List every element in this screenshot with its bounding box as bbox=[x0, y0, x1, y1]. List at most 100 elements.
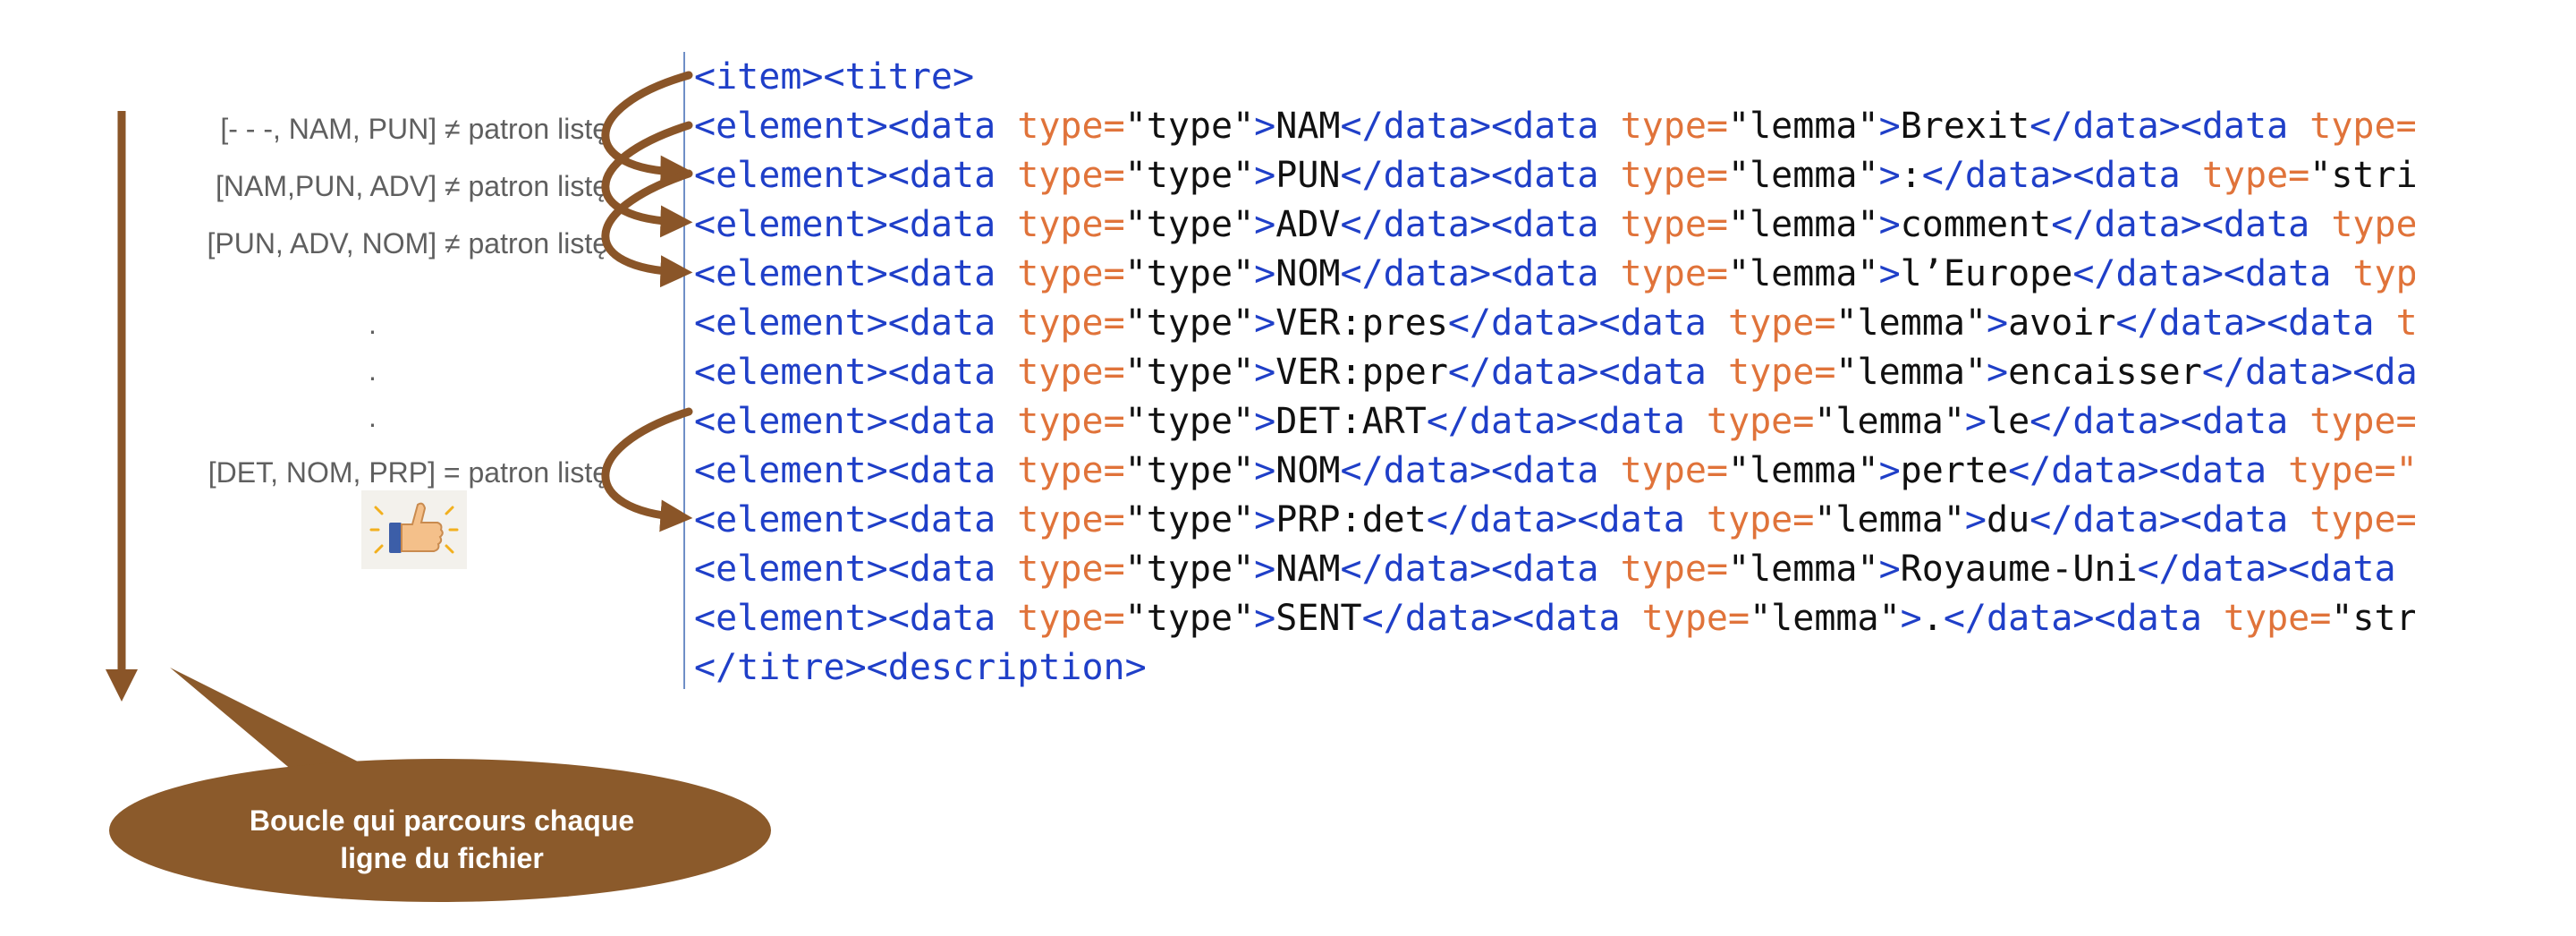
code-line: <element><data type="type">SENT</data><d… bbox=[694, 593, 2415, 643]
xml-text-token: "lemma" bbox=[1728, 204, 1879, 245]
xml-tag-token: > bbox=[1986, 352, 2009, 393]
xml-text-token: "lemma" bbox=[1728, 450, 1879, 491]
xml-text-token: "type" bbox=[1124, 155, 1255, 196]
callout-text: Boucle qui parcours chaque ligne du fich… bbox=[111, 802, 773, 877]
xml-tag-token: </data><data bbox=[1921, 155, 2202, 196]
ellipsis-dot-2: . bbox=[369, 354, 377, 387]
xml-attr-token: type= bbox=[1017, 401, 1125, 442]
callout-tail bbox=[170, 668, 385, 780]
curve-arrow-3 bbox=[601, 169, 693, 288]
ellipsis-dot-1: . bbox=[369, 308, 377, 340]
callout-line-1: Boucle qui parcours chaque bbox=[249, 804, 635, 837]
xml-text-token: "type" bbox=[1124, 598, 1255, 639]
xml-text-token: perte bbox=[1900, 450, 2009, 491]
xml-text-token: "lemma" bbox=[1814, 499, 1965, 540]
xml-text-token: "type" bbox=[1124, 352, 1255, 393]
code-line: <element><data type="type">ADV</data><da… bbox=[694, 200, 2415, 250]
xml-text-token: PRP:det bbox=[1275, 499, 1427, 540]
xml-tag-token: </data><data bbox=[1426, 401, 1707, 442]
xml-tag-token: > bbox=[1254, 155, 1276, 196]
xml-tag-token: <element><data bbox=[694, 204, 1018, 245]
xml-tag-token: > bbox=[1964, 401, 1987, 442]
xml-tag-token: <element><data bbox=[694, 302, 1018, 344]
xml-tag-token: > bbox=[1878, 106, 1901, 147]
xml-attr-token: type= bbox=[1017, 155, 1125, 196]
xml-text-token: VER:pper bbox=[1275, 352, 1448, 393]
xml-tag-token: </data><data bbox=[1340, 204, 1621, 245]
xml-attr-token: type= bbox=[1706, 401, 1815, 442]
xml-text-token: . bbox=[1921, 598, 1944, 639]
xml-attr-token: type= bbox=[1017, 598, 1125, 639]
xml-text-token: "type" bbox=[1124, 450, 1255, 491]
xml-text-token: Royaume-Uni bbox=[1900, 549, 2138, 590]
xml-attr-token: type= bbox=[1017, 253, 1125, 294]
xml-tag-token: </data><data bbox=[1340, 106, 1621, 147]
xml-text-token: comment bbox=[1900, 204, 2052, 245]
xml-tag-token: </data><data bbox=[2115, 302, 2396, 344]
xml-tag-token: > bbox=[1254, 499, 1276, 540]
thumbs-up-icon bbox=[361, 490, 467, 569]
xml-tag-token: > bbox=[1878, 204, 1901, 245]
xml-attr-token: type bbox=[2331, 204, 2415, 245]
code-line: <element><data type="type">NAM</data><da… bbox=[694, 101, 2415, 151]
code-line: <element><data type="type">DET:ART</data… bbox=[694, 396, 2415, 447]
xml-attr-token: type= bbox=[2201, 155, 2310, 196]
xml-text-token: NOM bbox=[1275, 450, 1341, 491]
xml-text-token: "type" bbox=[1124, 499, 1255, 540]
code-line: <element><data type="type">PUN</data><da… bbox=[694, 150, 2415, 200]
curve-arrow-4 bbox=[601, 407, 693, 532]
xml-tag-token: > bbox=[1900, 598, 1922, 639]
code-line: <element><data type="type">NAM</data><da… bbox=[694, 544, 2396, 594]
xml-attr-token: type= bbox=[1620, 253, 1728, 294]
code-line: <element><data type="type">NOM</data><da… bbox=[694, 249, 2415, 299]
xml-attr-token: type=" bbox=[2288, 450, 2415, 491]
xml-tag-token: </data><data bbox=[1340, 549, 1621, 590]
xml-text-token: "type" bbox=[1124, 549, 1255, 590]
xml-text-token: PUN bbox=[1275, 155, 1341, 196]
xml-text-token: "stri bbox=[2309, 155, 2415, 196]
xml-text-token: NOM bbox=[1275, 253, 1341, 294]
xml-tag-token: <element><data bbox=[694, 106, 1018, 147]
xml-text-token: "lemma" bbox=[1814, 401, 1965, 442]
xml-tag-token: > bbox=[1878, 155, 1901, 196]
xml-attr-token: type= bbox=[1641, 598, 1750, 639]
xml-tag-token: </data><data bbox=[2008, 450, 2289, 491]
xml-attr-token: type= bbox=[1017, 352, 1125, 393]
xml-text-token: SENT bbox=[1275, 598, 1362, 639]
callout-bubble bbox=[109, 759, 771, 902]
ellipsis-dot-3: . bbox=[369, 401, 377, 433]
xml-text-token: "type" bbox=[1124, 253, 1255, 294]
xml-tag-token: </data><data bbox=[1340, 253, 1621, 294]
xml-text-token: "lemma" bbox=[1835, 302, 1987, 344]
xml-tag-token: </data><data bbox=[2029, 499, 2310, 540]
xml-text-token: l’Europe bbox=[1900, 253, 2073, 294]
xml-tag-token: </data><data bbox=[1426, 499, 1707, 540]
xml-attr-token: type= bbox=[1620, 549, 1728, 590]
xml-attr-token: t bbox=[2396, 302, 2415, 344]
xml-text-token: "type" bbox=[1124, 106, 1255, 147]
xml-tag-token: </data><data bbox=[2029, 401, 2310, 442]
xml-tag-token: </data><data bbox=[1943, 598, 2224, 639]
xml-tag-token: </data><da bbox=[2201, 352, 2415, 393]
xml-tag-token: </data><data bbox=[1361, 598, 1642, 639]
xml-tag-token: </titre><description> bbox=[694, 647, 1147, 688]
pattern-2: [NAM,PUN, ADV] ≠ patron listę bbox=[215, 170, 608, 202]
xml-text-token: "type" bbox=[1124, 401, 1255, 442]
xml-tag-token: > bbox=[1254, 302, 1276, 344]
xml-tag-token: </data><data bbox=[2072, 253, 2353, 294]
xml-tag-token: > bbox=[1254, 549, 1276, 590]
xml-attr-token: type= bbox=[2309, 499, 2415, 540]
xml-attr-token: type= bbox=[1017, 499, 1125, 540]
xml-attr-token: type= bbox=[1620, 204, 1728, 245]
xml-attr-token: type= bbox=[1017, 302, 1125, 344]
pattern-3: [PUN, ADV, NOM] ≠ patron listę bbox=[207, 227, 608, 260]
xml-tag-token: <element><data bbox=[694, 549, 1018, 590]
xml-text-token: VER:pres bbox=[1275, 302, 1448, 344]
xml-tag-token: <element><data bbox=[694, 155, 1018, 196]
xml-tag-token: > bbox=[1254, 598, 1276, 639]
xml-tag-token: <element><data bbox=[694, 598, 1018, 639]
xml-text-token: ADV bbox=[1275, 204, 1341, 245]
xml-tag-token: > bbox=[1878, 450, 1901, 491]
xml-tag-token: </data><data bbox=[1447, 302, 1728, 344]
